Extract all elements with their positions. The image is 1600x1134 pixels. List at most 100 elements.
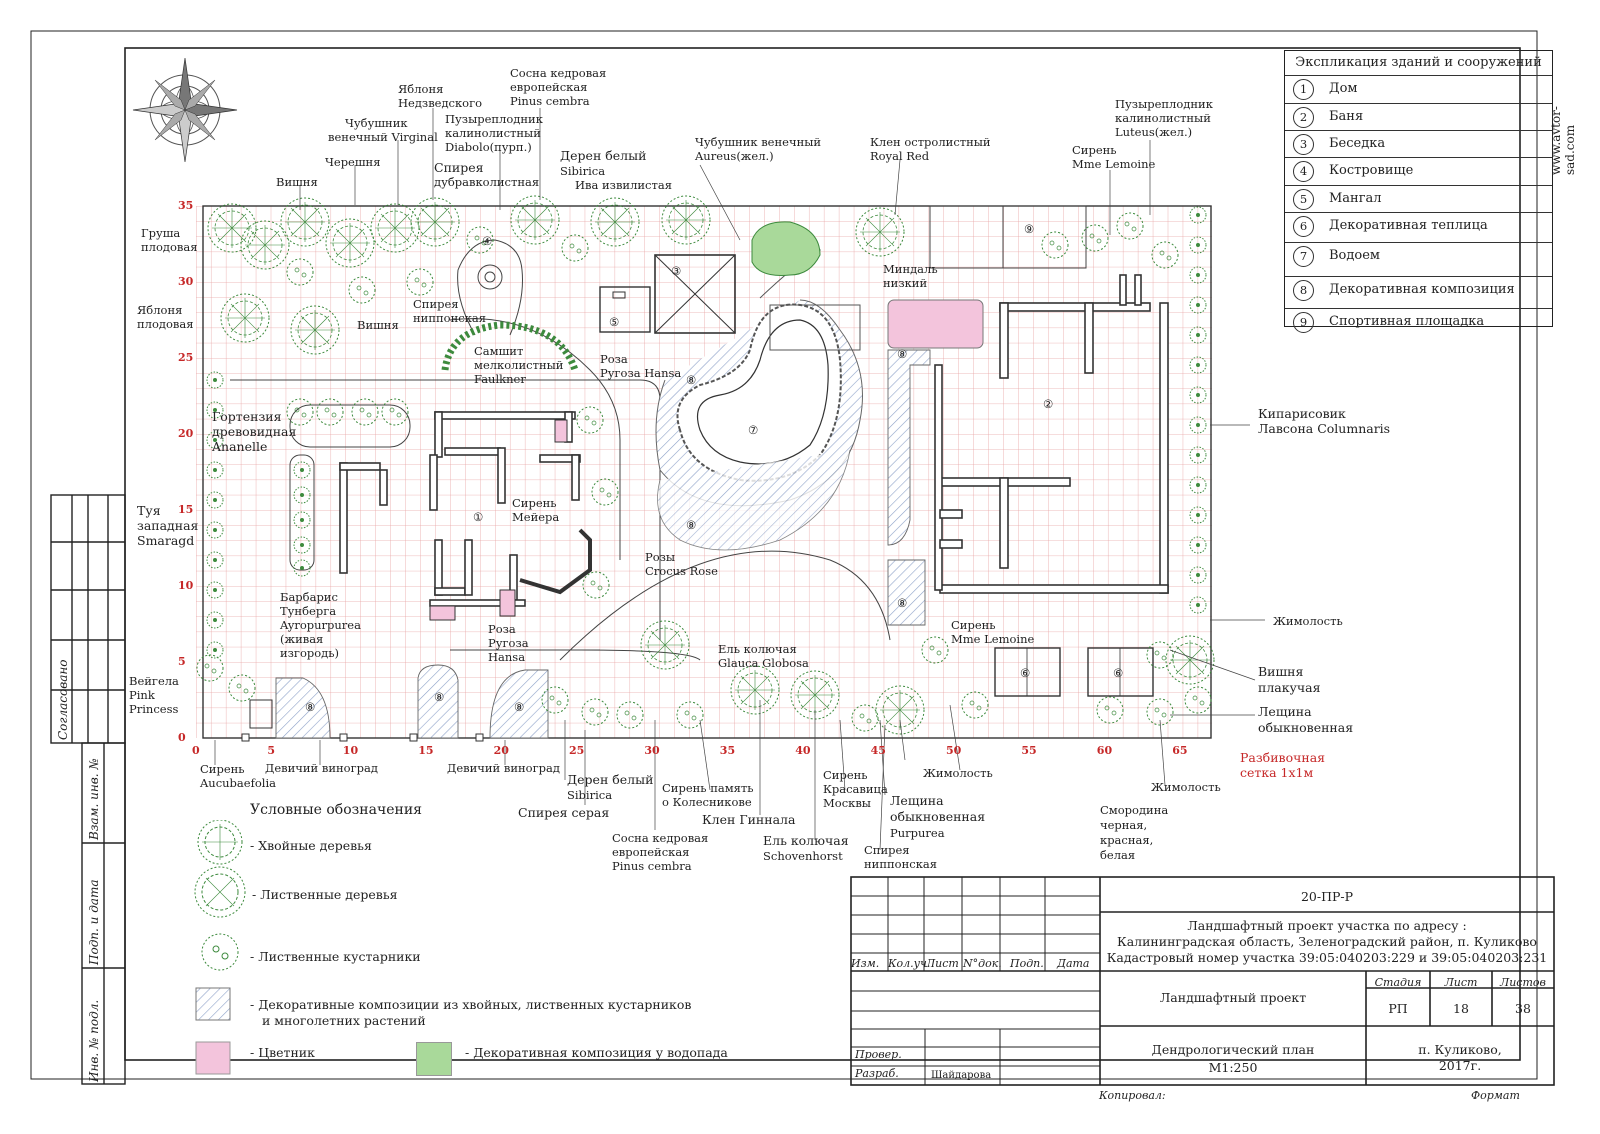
explication-number: 3	[1293, 134, 1314, 155]
label-honeysuckle-2: Жимолость	[923, 766, 993, 780]
label-ninebark-l-2: калинолистный	[1115, 111, 1211, 125]
label-roses-1: Розы	[645, 550, 676, 564]
explication-number: 5	[1293, 189, 1314, 210]
tb-stage: РП	[1388, 1001, 1408, 1016]
tb-developed: Разраб.	[855, 1067, 899, 1080]
explication-row: 1 Дом	[1285, 75, 1552, 102]
label-spirea-2: дубравколистная	[434, 175, 540, 189]
explication-label: Декоративная композиция	[1329, 282, 1515, 297]
plan-marker-7: ⑦	[748, 423, 759, 437]
tb-code: 20-ПР-Р	[1300, 889, 1354, 904]
grid-x-tick: 5	[267, 744, 276, 757]
label-pear-2: плодовая	[141, 240, 198, 254]
label-barberry-5: изгородь)	[280, 646, 339, 660]
label-rose2-2: Ругоза	[488, 636, 529, 650]
side-stamp	[50, 494, 126, 1085]
label-willow: Ива извилистая	[575, 178, 672, 192]
grid-x-tick: 30	[644, 744, 660, 757]
grid-x-tick: 45	[870, 744, 886, 757]
label-barberry-1: Барбарис	[280, 590, 338, 604]
tb-sheet: 18	[1453, 1001, 1469, 1016]
explication-title: Экспликация зданий и сооружений	[1295, 55, 1542, 70]
plan-marker-9: ⑨	[1024, 222, 1035, 236]
label-hydrangea-3: Ananelle	[212, 439, 268, 454]
tb-header-cell: Кол.уч.	[888, 957, 931, 970]
label-pine-3: Pinus cembra	[510, 94, 590, 108]
label-weigela-3: Princess	[129, 702, 179, 716]
label-hazel2-1: Лещина	[890, 793, 944, 808]
label-currant-2: черная,	[1100, 818, 1148, 832]
explication-label: Дом	[1329, 81, 1358, 96]
label-spirea-1: Спирея	[434, 160, 484, 175]
explication-label: Декоративная теплица	[1329, 218, 1488, 233]
plan-marker-8: ⑧	[897, 596, 908, 610]
label-currant-3: красная,	[1100, 833, 1154, 847]
label-vine-1: Девичий виноград	[265, 761, 378, 775]
grid-y-tick: 20	[178, 427, 194, 440]
tb-format: Формат	[1471, 1089, 1520, 1102]
legend-compositions-2: и многолетних растений	[262, 1013, 426, 1028]
tb-address-1: Ландшафтный проект участка по адресу :	[1187, 918, 1467, 933]
grid-x-tick: 40	[795, 744, 811, 757]
explication-number: 8	[1293, 280, 1314, 301]
grid-x-tick: 60	[1096, 744, 1113, 757]
grid-note-1: Разбивочная	[1240, 750, 1326, 765]
compass-icon	[132, 57, 238, 163]
label-hazel2-2: обыкновенная	[890, 809, 986, 824]
label-honeysuckle-3: Жимолость	[1151, 780, 1221, 794]
explication-label: Костровище	[1329, 163, 1414, 178]
legend-waterfall-swatch	[416, 1042, 452, 1076]
label-spruce-1: Ель колючая	[718, 642, 797, 656]
tb-copied: Копировал:	[1099, 1089, 1166, 1102]
legend-symbols	[194, 820, 246, 1075]
legend-flowerbed: - Цветник	[250, 1045, 315, 1060]
legend-compositions-1: - Декоративные композиции из хвойных, ли…	[250, 997, 692, 1012]
explication-label: Баня	[1329, 109, 1364, 124]
stamp-inv-orig: Инв. № подл.	[87, 999, 101, 1082]
grid-y-tick: 35	[178, 199, 194, 212]
label-apple-n-2: Недзведского	[398, 96, 483, 110]
tb-header-cell: Подп.	[1010, 957, 1044, 970]
explication-label: Водоем	[1329, 248, 1381, 263]
explication-number: 1	[1293, 79, 1314, 100]
grid-x-tick: 65	[1172, 744, 1188, 757]
label-dogwood-1: Дерен белый	[560, 148, 647, 163]
grid-x-tick: 0	[192, 744, 200, 757]
grid-x-tick: 10	[342, 744, 359, 757]
tb-plan-1: Дендрологический план	[1151, 1042, 1315, 1057]
label-ninebark-l-3: Luteus(жел.)	[1115, 125, 1193, 139]
label-boxwood-3: Faulkner	[474, 372, 526, 386]
tb-address-2: Калининградская область, Зеленоградский …	[1117, 934, 1537, 949]
label-almond-1: Миндаль	[883, 262, 938, 276]
plan-marker-4: ④	[482, 234, 493, 248]
label-apple-1: Яблоня	[137, 303, 183, 317]
label-weigela-1: Вейгела	[129, 674, 179, 688]
label-lilac-a-2: Aucubaefolia	[200, 776, 276, 790]
tb-project: Ландшафтный проект	[1159, 990, 1307, 1005]
label-ninebark-1: Пузыреплодник	[445, 112, 543, 126]
plan-marker-8: ⑧	[305, 700, 316, 714]
grid-note-2: сетка 1х1м	[1240, 765, 1314, 780]
label-barberry-3: Ayropurpurea	[280, 618, 361, 632]
explication-number: 7	[1293, 246, 1314, 267]
tb-stage-h: Стадия	[1374, 976, 1422, 989]
label-thuja-3: Smaragd	[137, 533, 195, 548]
label-pine-2: европейская	[510, 80, 588, 94]
label-lilac-ml-1: Сирень	[1072, 143, 1117, 157]
label-lilac-ml-2: Mme Lemoine	[1072, 157, 1156, 171]
label-roses-2: Crocus Rose	[645, 564, 718, 578]
label-maple-1: Клен остролистный	[870, 135, 991, 149]
grid-x-tick: 15	[418, 744, 434, 757]
label-spirea-grey: Спирея серая	[518, 805, 610, 820]
label-vine-2: Девичий виноград	[447, 761, 560, 775]
label-spruce2-1: Ель колючая	[763, 833, 849, 848]
label-weigela-2: Pink	[129, 688, 155, 702]
tb-header-cell: N°док.	[963, 957, 1002, 970]
tb-plan-2: М1:250	[1208, 1060, 1258, 1075]
legend-title: Условные обозначения	[250, 802, 423, 818]
label-hydrangea-1: Гортензия	[212, 409, 282, 424]
explication-number: 4	[1293, 161, 1314, 182]
